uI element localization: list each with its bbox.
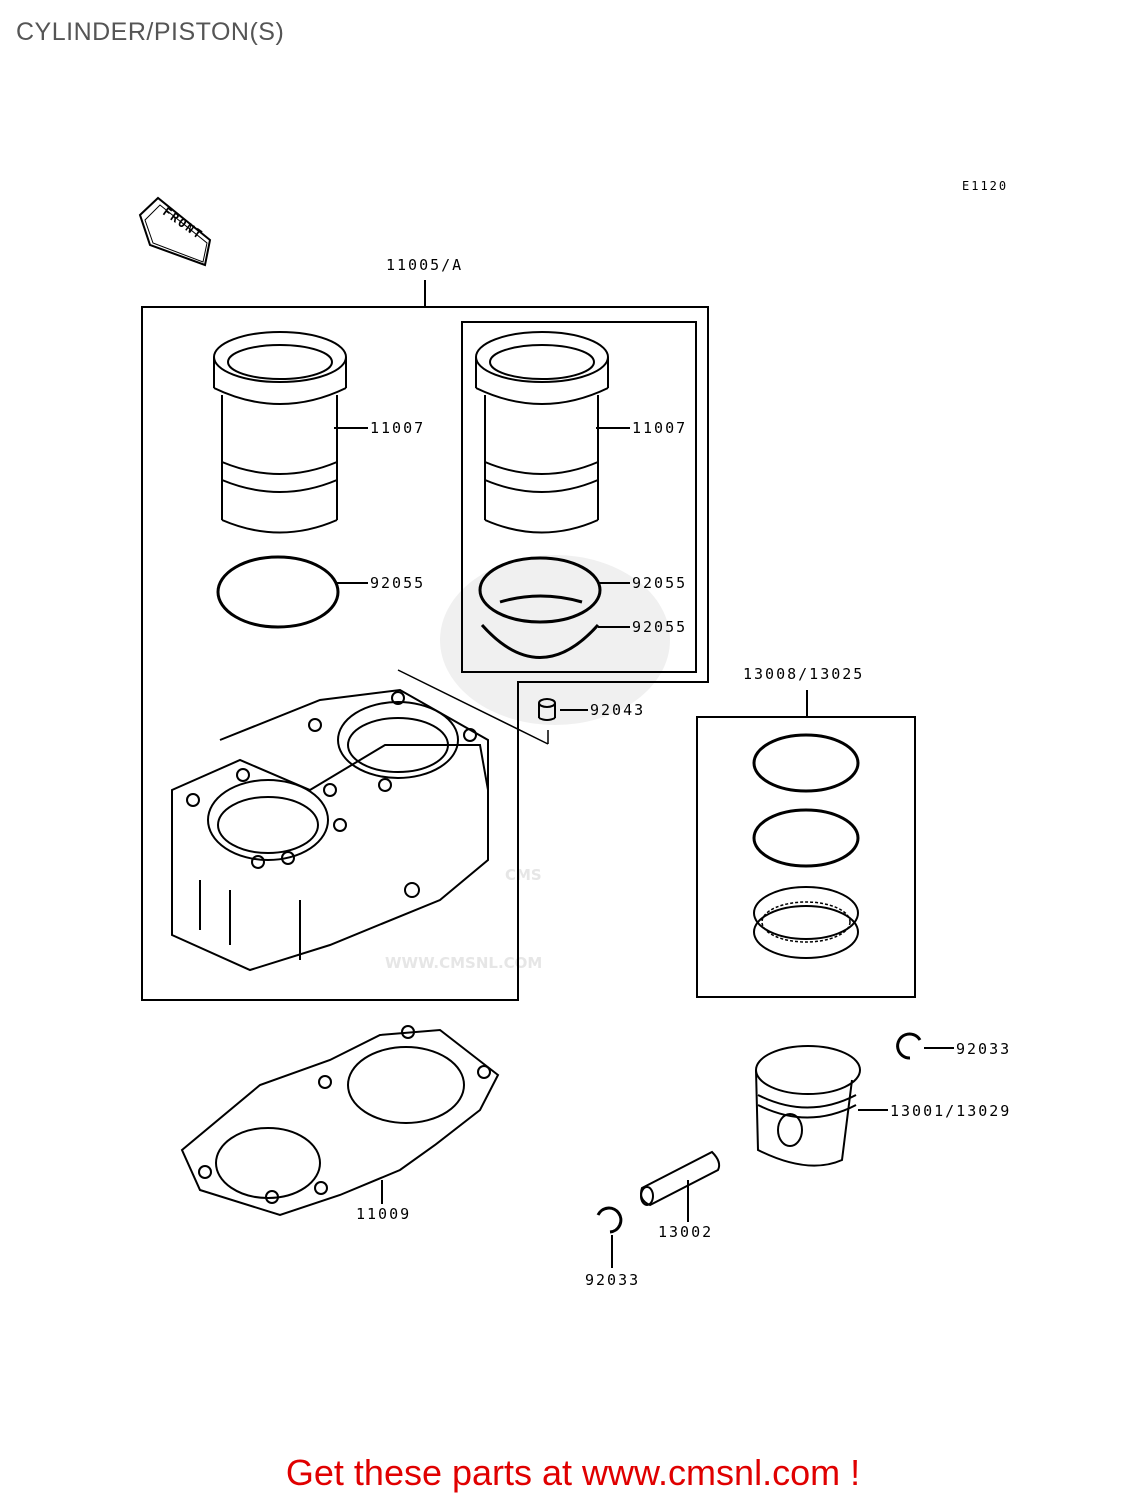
front-direction-arrow-icon bbox=[138, 196, 212, 267]
circlip-right bbox=[896, 1032, 922, 1060]
callout-13008-13025: 13008/13025 bbox=[743, 665, 864, 683]
watermark-url-text: WWW.CMSNL.COM bbox=[385, 954, 542, 972]
diagram-code: E1120 bbox=[962, 179, 1008, 193]
cylinder-block bbox=[171, 669, 549, 972]
alt-liner-frame bbox=[461, 321, 697, 673]
ring-set-frame bbox=[696, 716, 916, 998]
callout-92043: 92043 bbox=[590, 701, 645, 719]
dowel-pin bbox=[538, 698, 556, 721]
footer-call-to-action[interactable]: Get these parts at www.cmsnl.com ! bbox=[285, 1452, 861, 1493]
callout-11007-right: 11007 bbox=[632, 419, 687, 437]
cylinder-liner-left bbox=[213, 331, 347, 534]
callout-92033-left: 92033 bbox=[585, 1271, 640, 1289]
cylinder-liner-right bbox=[475, 331, 609, 534]
oring-right-upper bbox=[478, 556, 602, 624]
piston-ring-set bbox=[752, 733, 860, 959]
cylinder-assembly-frame bbox=[141, 306, 709, 1001]
piston-pin bbox=[640, 1150, 721, 1207]
callout-11009: 11009 bbox=[356, 1205, 411, 1223]
callout-92033-right: 92033 bbox=[956, 1040, 1011, 1058]
callout-13001-13029: 13001/13029 bbox=[890, 1102, 1011, 1120]
watermark: CMS WWW.CMSNL.COM bbox=[385, 555, 670, 972]
callout-13002: 13002 bbox=[658, 1223, 713, 1241]
piston bbox=[755, 1045, 861, 1167]
watermark-logo-text: CMS bbox=[505, 866, 542, 884]
oring-left bbox=[216, 555, 340, 629]
oring-right-lower bbox=[480, 624, 600, 659]
callout-92055-right-upper: 92055 bbox=[632, 574, 687, 592]
callout-11005-a: 11005/A bbox=[386, 256, 463, 274]
callout-92055-right-lower: 92055 bbox=[632, 618, 687, 636]
page-title: CYLINDER/PISTON(S) bbox=[16, 18, 285, 46]
callout-11007-left: 11007 bbox=[370, 419, 425, 437]
callout-92055-left: 92055 bbox=[370, 574, 425, 592]
base-gasket bbox=[180, 1025, 500, 1217]
circlip-left bbox=[596, 1206, 623, 1234]
